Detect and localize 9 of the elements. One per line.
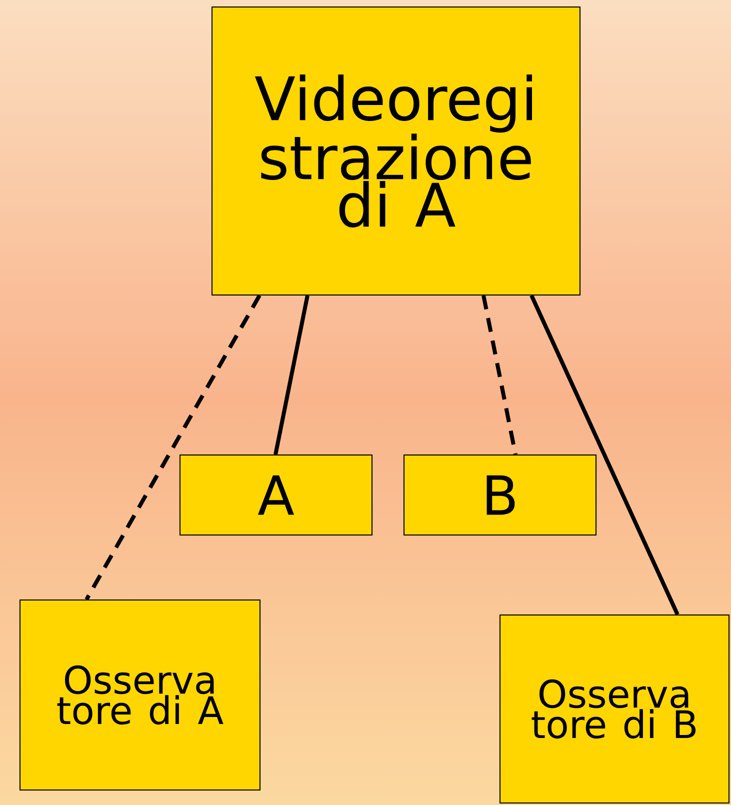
text-box: B [404, 454, 596, 536]
text-box: Videoregi strazione di A [212, 6, 580, 296]
connector-line [482, 295, 518, 455]
text-box: A [180, 454, 372, 536]
text-box: Osserva tore di A [20, 600, 260, 790]
connector-line [530, 294, 680, 616]
connector-line [84, 294, 262, 600]
connector-line [274, 295, 310, 455]
text-box: Osserva tore di B [500, 614, 730, 804]
